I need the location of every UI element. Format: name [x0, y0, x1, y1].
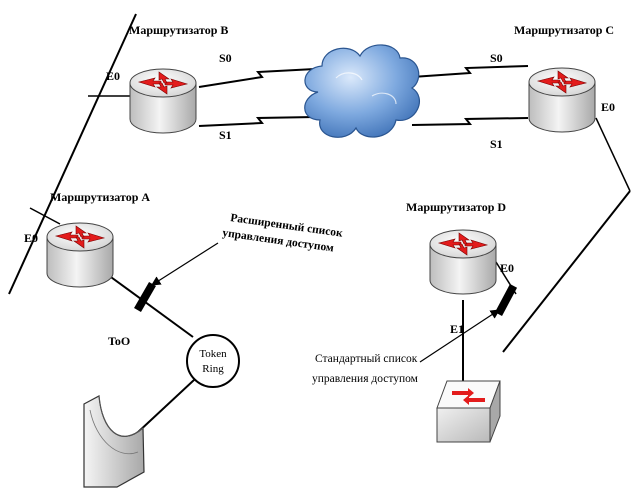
serial-link-b-s1 — [198, 116, 316, 127]
link-token-ring-workstation — [135, 379, 195, 435]
router-c-port-e0: E0 — [601, 100, 615, 114]
router-b-title: Маршрутизатор B — [129, 23, 228, 37]
switch-icon — [436, 380, 501, 443]
router-a-port-to0: ToO — [108, 334, 130, 348]
workstation-icon — [83, 395, 145, 488]
router-icon — [46, 222, 114, 288]
token-ring-line2: Ring — [202, 363, 224, 375]
acl-marker-icon — [134, 282, 156, 312]
link-a-e0 — [29, 207, 61, 225]
token-ring-line1: Token — [199, 348, 227, 360]
router-icon — [429, 229, 497, 295]
router-c[interactable] — [528, 67, 631, 192]
token-ring-icon — [186, 334, 240, 388]
standard-acl-line2: управления доступом — [312, 373, 419, 385]
router-icon — [528, 67, 596, 133]
router-a[interactable] — [29, 207, 194, 338]
router-c-title: Маршрутизатор C — [514, 23, 614, 37]
link-a-token-ring — [103, 271, 194, 338]
router-icon — [129, 68, 197, 134]
router-c-port-s1: S1 — [490, 137, 503, 151]
router-b[interactable] — [88, 68, 197, 134]
cloud-icon — [304, 44, 421, 138]
router-b-port-s1: S1 — [219, 128, 232, 142]
router-b-port-s0: S0 — [219, 51, 232, 65]
acl-marker-icon — [494, 283, 518, 317]
serial-link-b-s0 — [198, 68, 316, 88]
extended-acl-pointer — [150, 242, 219, 286]
router-a-port-e0: E0 — [24, 231, 38, 245]
standard-acl-line1: Стандартный список — [315, 353, 418, 365]
router-c-port-s0: S0 — [490, 51, 503, 65]
serial-link-c-s0 — [411, 65, 529, 78]
router-b-port-e0: E0 — [106, 69, 120, 83]
router-d-port-e0: E0 — [500, 261, 514, 275]
router-d-title: Маршрутизатор D — [406, 200, 506, 214]
ethernet-segment-right — [502, 190, 631, 353]
link-c-e0 — [595, 117, 631, 192]
standard-acl-pointer — [419, 309, 501, 363]
serial-link-c-s1 — [411, 117, 529, 126]
router-a-title: Маршрутизатор A — [50, 190, 150, 204]
router-d-port-e1: E1 — [450, 322, 464, 336]
ethernet-segment-left — [8, 13, 137, 295]
